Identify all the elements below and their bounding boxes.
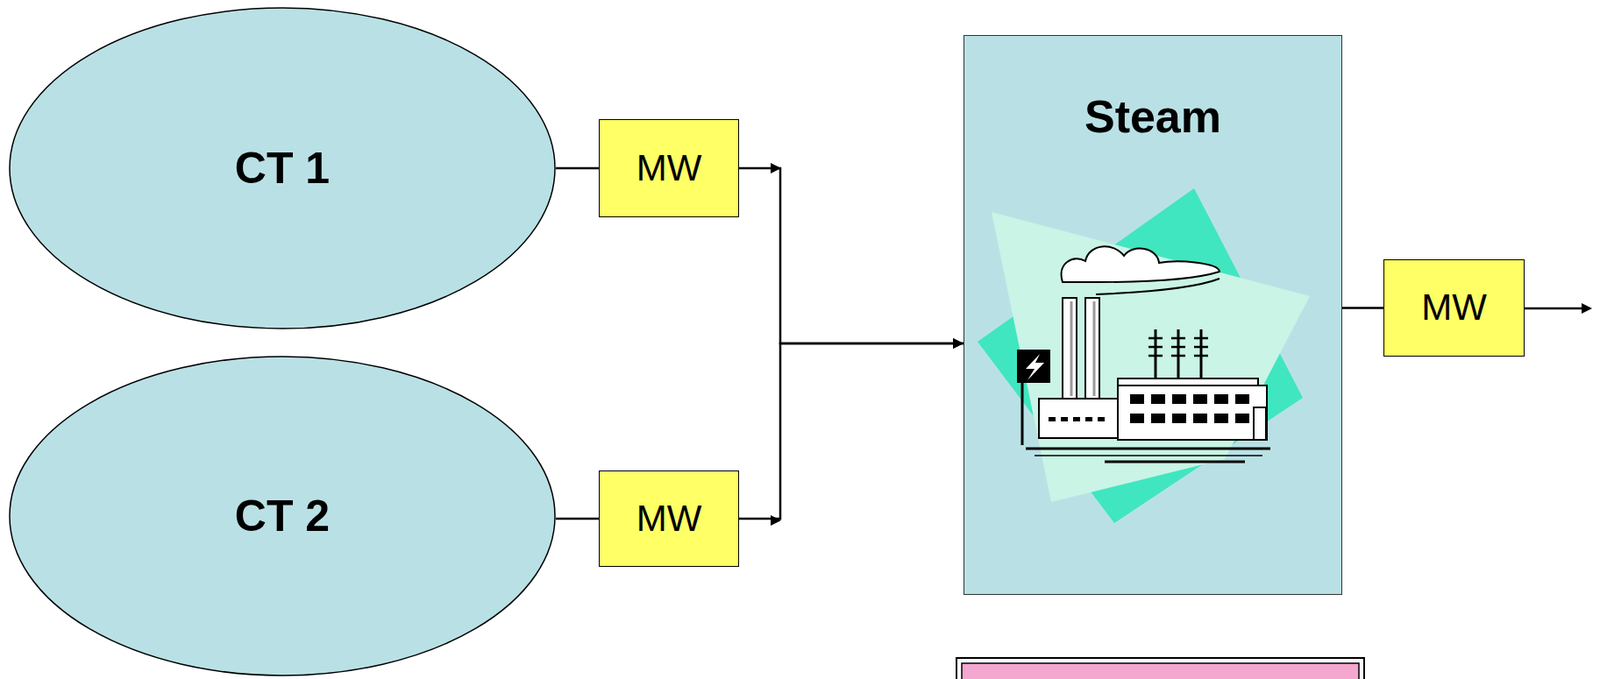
connector [739,168,964,344]
clipart-part [1524,307,1587,311]
clipart-part [1117,385,1267,441]
output-box: MW [598,470,740,568]
clipart-part [1070,301,1074,397]
clipart-part [1021,383,1024,446]
ellipse-shape [9,356,555,676]
clipart-part [1095,278,1220,295]
connector [555,518,599,521]
clipart-part [1061,246,1220,283]
clipart-part [770,515,782,527]
turbine-ellipse: CT 1 [8,7,556,330]
clipart-part [1130,394,1145,405]
clipart-part [977,188,1303,524]
clipart-part [1060,417,1068,422]
clipart-part [1025,354,1045,381]
clipart-part [1171,337,1186,341]
turbine-ellipse: CT 2 [8,355,556,677]
clipart-part [1130,413,1145,424]
clipart-part [1148,355,1163,358]
clipart-part [1194,355,1209,358]
clipart-part [1193,394,1208,405]
clipart-part [1200,329,1203,379]
junction-heads [770,163,782,527]
clipart-part [1104,461,1245,464]
clipart-part [1172,394,1187,405]
output-arrow [1524,303,1593,314]
clipart-part [1085,298,1100,400]
clipart-part [1581,303,1593,314]
clipart-part [1194,346,1209,349]
node-label: MW [636,146,703,191]
node-label: CT 1 [234,142,330,195]
clipart-part [1214,394,1229,405]
clipart-part [770,163,782,174]
clipart-part [1038,398,1118,439]
clipart-part [1177,329,1181,379]
connector [1342,306,1384,310]
clipart-part [1154,329,1158,379]
clipart-part [961,663,1359,679]
output-box: MW [598,119,740,218]
steam-plant-box: Steam [963,35,1343,596]
clipart-part [1148,337,1163,341]
factory-clipart [977,188,1310,524]
clipart-part [956,658,1365,679]
clipart-part [1085,417,1093,422]
connector [739,343,964,520]
clipart-part [1235,413,1250,424]
node-label: Steam [1084,89,1222,144]
clipart-part [1048,417,1056,422]
node-label: MW [1421,285,1487,330]
clipart-part [1016,349,1051,384]
ellipse-shape [9,7,555,329]
clipart-part [1172,413,1187,424]
clipart-part [1235,394,1250,405]
clipart-part [1151,394,1166,405]
clipart-part [1097,417,1105,422]
clipart-part [1034,455,1263,457]
node-label: CT 2 [234,490,330,543]
clipart-part [1194,337,1209,341]
clipart-part [1073,417,1081,422]
clipart-part [1093,301,1096,397]
output-box: MW [1383,259,1525,357]
pink-panel [956,658,1365,679]
clipart-part [1025,448,1271,451]
clipart-part [1117,378,1259,386]
connector [555,167,599,171]
clipart-part [1193,413,1208,424]
clipart-part [1062,298,1077,400]
clipart-part [1171,346,1186,349]
clipart-part [1214,413,1229,424]
clipart-part [1253,407,1266,441]
clipart-part [1148,346,1163,349]
node-label: MW [636,497,703,541]
clipart-part [1151,413,1166,424]
clipart-part [1171,355,1186,358]
clipart-part [991,212,1310,503]
